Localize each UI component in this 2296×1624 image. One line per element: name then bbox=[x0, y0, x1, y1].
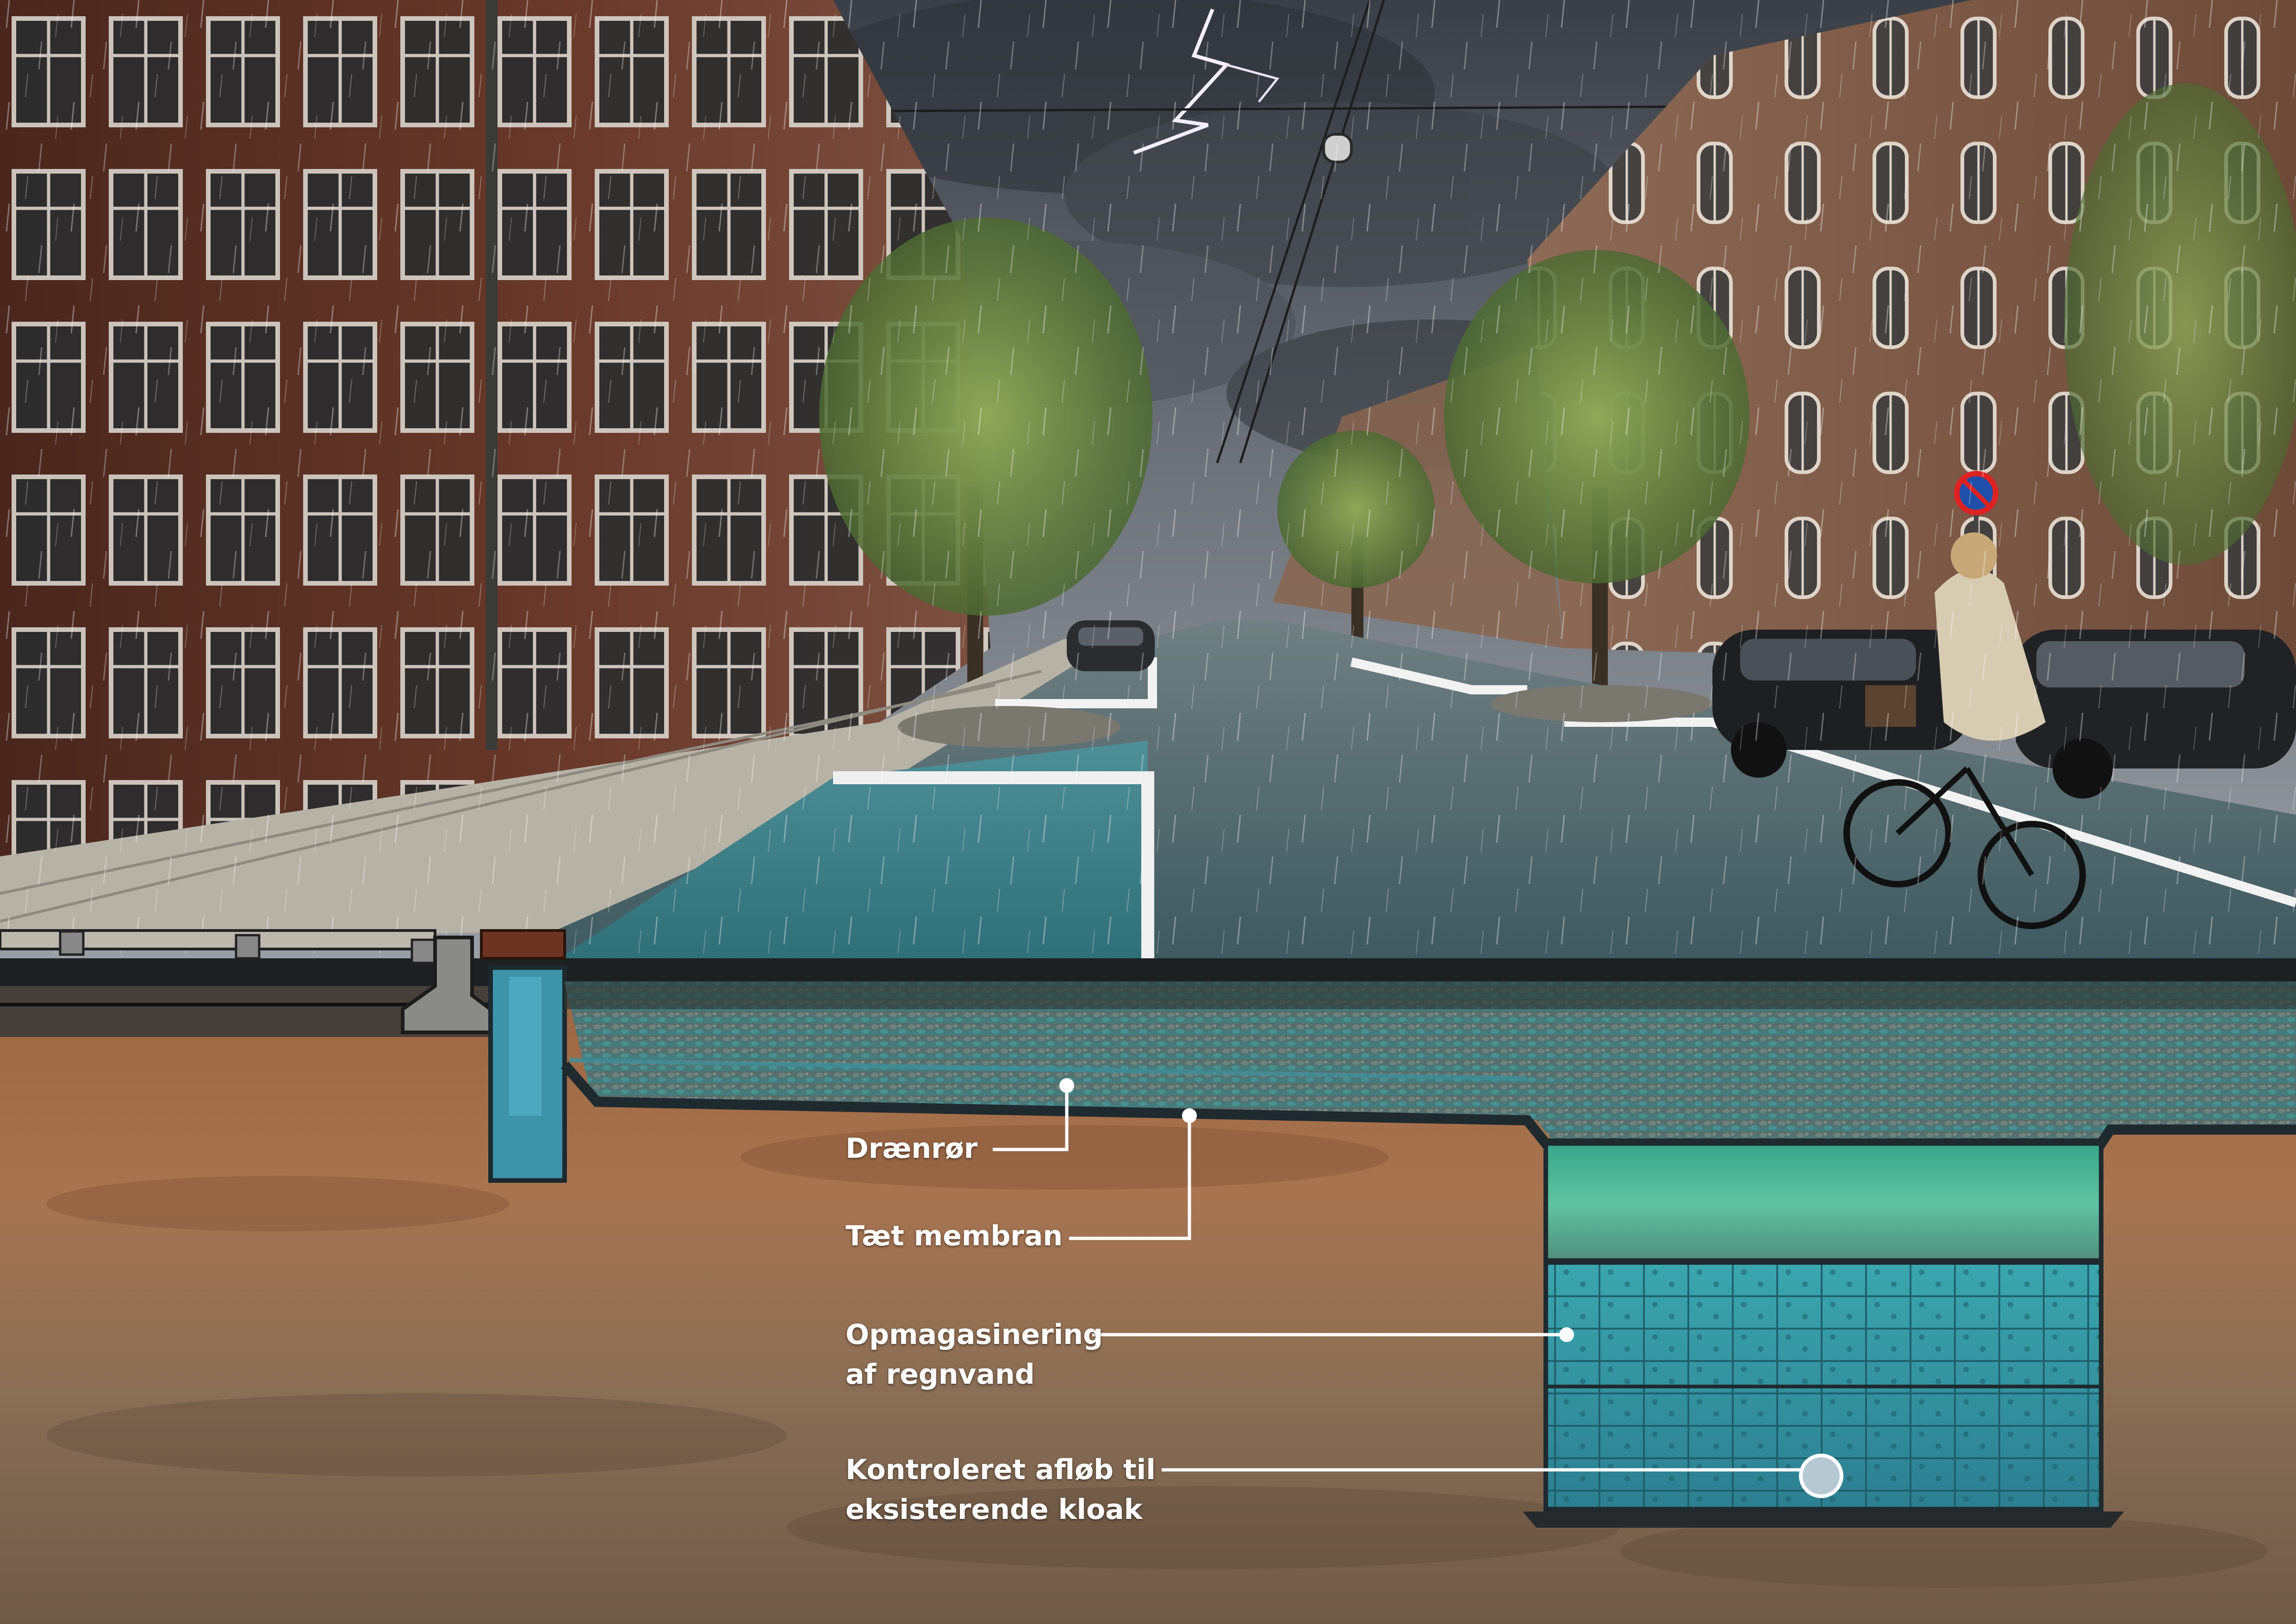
outflow-pipe bbox=[1801, 1455, 1842, 1496]
label-controlled-outflow: Kontroleret afløb til eksisterende kloak bbox=[846, 1450, 1156, 1530]
drain-gully bbox=[481, 931, 565, 1181]
label-drain-pipe-text: Drænrør bbox=[846, 1129, 977, 1168]
label-storage-line2: af regnvand bbox=[846, 1355, 1103, 1394]
label-rainwater-storage: Opmagasinering af regnvand bbox=[846, 1315, 1103, 1394]
road-base-layer bbox=[565, 981, 2296, 1009]
rain bbox=[0, 0, 2296, 958]
label-outflow-line2: eksisterende kloak bbox=[846, 1490, 1156, 1530]
tank-base bbox=[1523, 1512, 2124, 1528]
label-membrane: Tæt membran bbox=[846, 1216, 1063, 1256]
label-storage-line1: Opmagasinering bbox=[846, 1315, 1103, 1355]
label-drain-pipe: Drænrør bbox=[846, 1129, 977, 1168]
label-outflow-line1: Kontroleret afløb til bbox=[846, 1450, 1156, 1490]
label-membrane-text: Tæt membran bbox=[846, 1216, 1063, 1256]
tank-gravel-top bbox=[1548, 1146, 2099, 1262]
